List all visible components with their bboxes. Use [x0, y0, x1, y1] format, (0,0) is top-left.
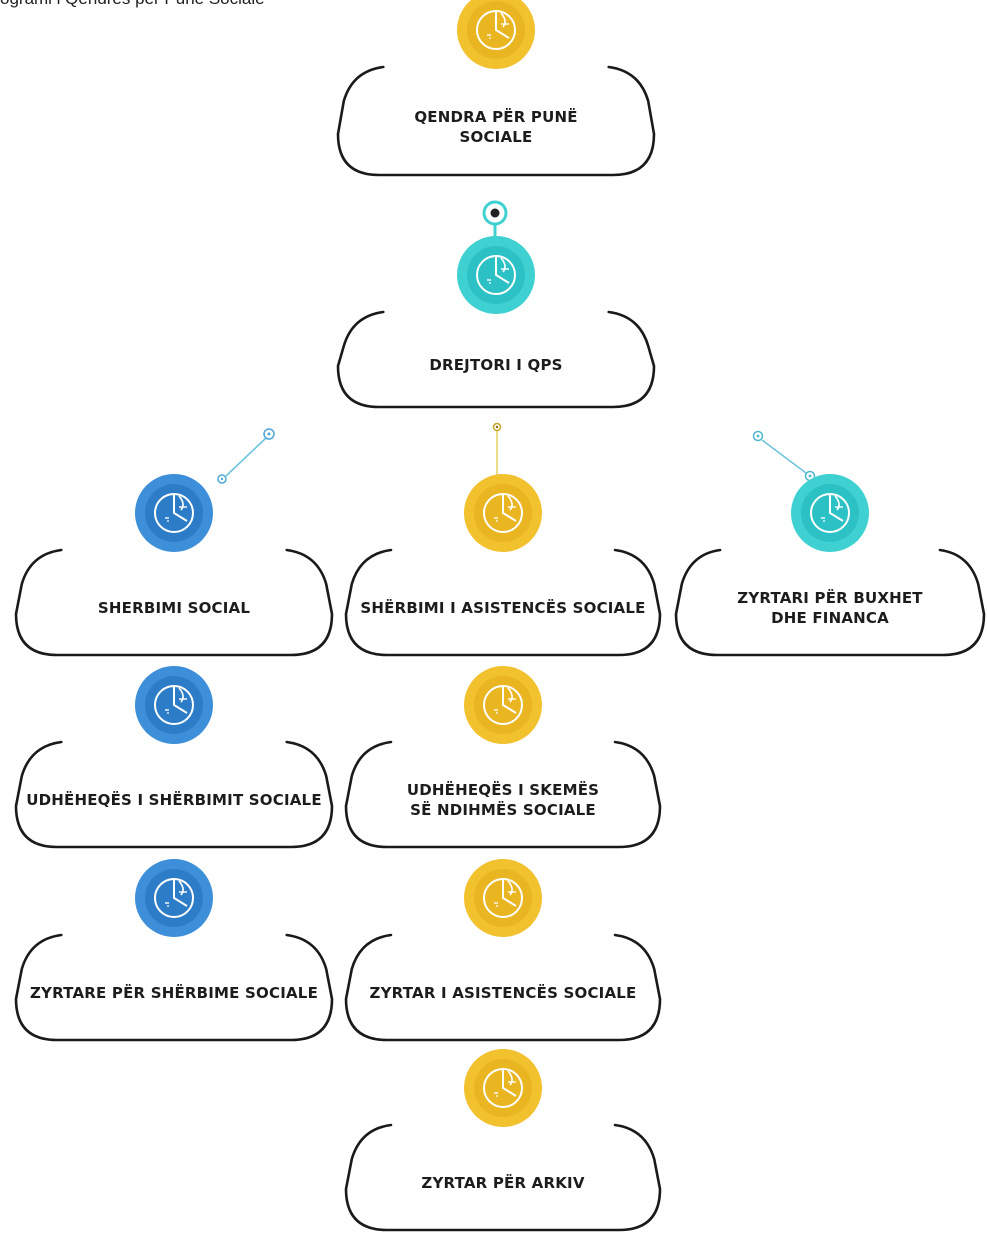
org-node-zyrtar-asistences: ZYRTAR I ASISTENCËS SOCIALE [343, 859, 663, 1043]
chart-pie-icon [464, 666, 542, 744]
connector-drejtori-sherbimi-social [217, 428, 275, 484]
chart-pie-icon [135, 474, 213, 552]
node-label: SHËRBIMI I ASISTENCËS SOCIALE [360, 599, 646, 617]
page-title: ogrami i Qendrës për Punë Sociale [0, 0, 500, 14]
org-node-buxhet: ZYRTARI PËR BUXHET DHE FINANCA [673, 474, 987, 658]
chart-pie-icon [464, 474, 542, 552]
connector-drejtori-buxhet [752, 430, 816, 482]
org-node-udheheqes-sherbimit: UDHËHEQËS I SHËRBIMIT SOCIALE [13, 666, 335, 850]
org-node-zyrtare-sherbime: ZYRTARE PËR SHËRBIME SOCIALE [13, 859, 335, 1043]
node-frame [344, 740, 662, 849]
node-label: ZYRTARE PËR SHËRBIME SOCIALE [29, 984, 319, 1002]
node-label: QENDRA PËR PUNË SOCIALE [414, 107, 578, 146]
node-frame [336, 65, 656, 177]
node-frame [344, 548, 662, 657]
org-node-sherbimi-social: SHERBIMI SOCIAL [13, 474, 335, 658]
node-label: DREJTORI I QPS [429, 356, 563, 374]
node-frame [336, 310, 656, 409]
org-node-asistences: SHËRBIMI I ASISTENCËS SOCIALE [343, 474, 663, 658]
node-frame [14, 740, 334, 849]
chart-pie-icon [135, 859, 213, 937]
org-node-drejtori: DREJTORI I QPS [335, 236, 657, 410]
chart-pie-icon [135, 666, 213, 744]
node-label: SHERBIMI SOCIAL [97, 599, 251, 617]
org-node-udheheqes-skemes: UDHËHEQËS I SKEMËS SË NDIHMËS SOCIALE [343, 666, 663, 850]
node-label: ZYRTAR I ASISTENCËS SOCIALE [369, 984, 637, 1002]
node-label: ZYRTARI PËR BUXHET DHE FINANCA [737, 589, 923, 627]
org-node-qps: QENDRA PËR PUNË SOCIALE [335, 0, 657, 178]
node-label: ZYRTAR PËR ARKIV [421, 1174, 585, 1192]
chart-pie-icon [464, 859, 542, 937]
chart-pie-icon [457, 236, 535, 314]
node-label: UDHËHEQËS I SKEMËS SË NDIHMËS SOCIALE [406, 781, 600, 819]
node-frame [674, 548, 986, 657]
org-node-zyrtar-arkiv: ZYRTAR PËR ARKIV [343, 1049, 663, 1233]
chart-pie-icon [791, 474, 869, 552]
node-frame [14, 933, 334, 1042]
node-frame [344, 933, 662, 1042]
chart-pie-icon [457, 0, 535, 69]
node-frame [14, 548, 334, 657]
node-label: UDHËHEQËS I SHËRBIMIT SOCIALE [26, 791, 322, 809]
chart-pie-icon [464, 1049, 542, 1127]
